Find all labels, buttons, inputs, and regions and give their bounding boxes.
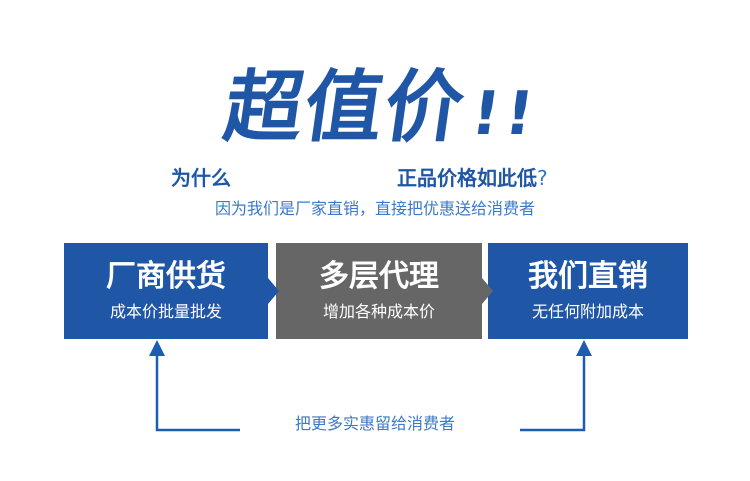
box-title: 多层代理 bbox=[319, 259, 439, 294]
loop-arrow-right bbox=[576, 340, 592, 356]
headline-main: 超值价 bbox=[218, 63, 472, 153]
box-manufacturer-supply: 厂商供货 成本价批量批发 bbox=[64, 243, 268, 339]
question-left: 为什么 bbox=[171, 166, 231, 190]
box-direct-sales: 我们直销 无任何附加成本 bbox=[488, 243, 688, 339]
question-right: 正品价格如此低? bbox=[397, 165, 548, 191]
headline-exclaim: !! bbox=[467, 79, 544, 149]
loop-line-left bbox=[155, 354, 240, 432]
subtitle: 因为我们是厂家直销，直接把优惠送给消费者 bbox=[214, 199, 535, 218]
loop-line-right bbox=[520, 354, 586, 432]
headline: 超值价!! bbox=[218, 60, 551, 156]
question-right-text: 正品价格如此低 bbox=[397, 166, 537, 190]
box-desc: 增加各种成本价 bbox=[322, 302, 435, 321]
box-multi-level-agents: 多层代理 增加各种成本价 bbox=[276, 243, 482, 339]
box-desc: 成本价批量批发 bbox=[109, 302, 222, 321]
question-mark: ? bbox=[537, 166, 548, 190]
bottom-text: 把更多实惠留给消费者 bbox=[294, 414, 455, 433]
box-desc: 无任何附加成本 bbox=[531, 302, 644, 321]
loop-arrow-left bbox=[149, 340, 165, 356]
box-title: 我们直销 bbox=[528, 259, 648, 294]
box-title: 厂商供货 bbox=[106, 259, 226, 294]
